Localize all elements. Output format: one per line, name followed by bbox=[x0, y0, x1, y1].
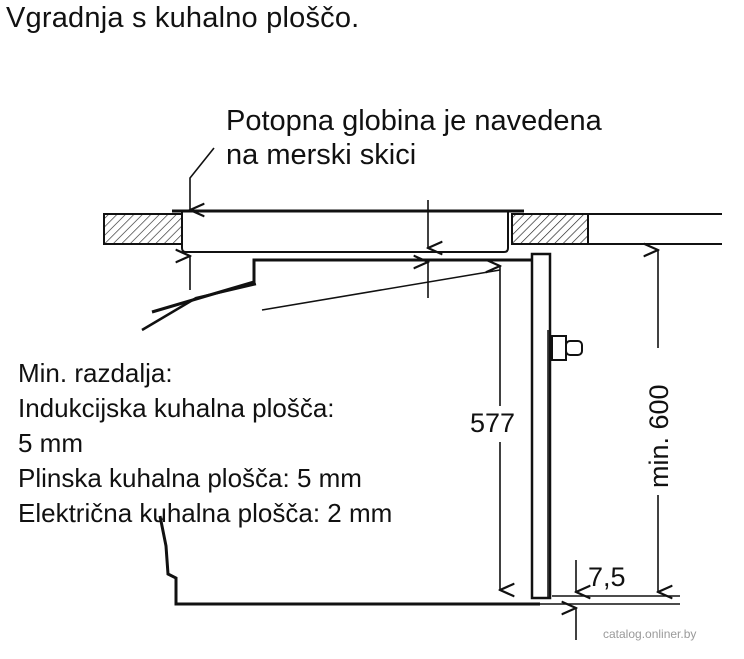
page-title: Vgradnja s kuhalno ploščo. bbox=[6, 2, 360, 34]
callout-line-2: na merski skici bbox=[226, 139, 417, 171]
induction-value: 5 mm bbox=[18, 428, 83, 458]
dim-7-5: 7,5 bbox=[588, 562, 626, 592]
countertop-left bbox=[103, 213, 183, 245]
oven-body bbox=[158, 515, 540, 606]
oven-front bbox=[530, 252, 552, 600]
dim-577: 577 bbox=[470, 408, 515, 438]
min-distance-notes: Min. razdalja: Indukcijska kuhalna plošč… bbox=[18, 356, 392, 531]
dim-min-600: min. 600 bbox=[644, 384, 674, 488]
knob bbox=[551, 335, 567, 361]
oven-top bbox=[151, 258, 532, 314]
depth-callout: Potopna globina je navedena na merski sk… bbox=[226, 104, 602, 172]
electric-note: Električna kuhalna plošča: 2 mm bbox=[18, 498, 393, 528]
gas-note: Plinska kuhalna plošča: 5 mm bbox=[18, 463, 362, 493]
min-distance-heading: Min. razdalja: bbox=[18, 358, 173, 388]
countertop-right bbox=[511, 213, 589, 245]
cooktop bbox=[172, 210, 524, 253]
watermark: catalog.onliner.by bbox=[603, 627, 697, 641]
callout-line-1: Potopna globina je navedena bbox=[226, 105, 602, 137]
induction-label: Indukcijska kuhalna plošča: bbox=[18, 393, 335, 423]
